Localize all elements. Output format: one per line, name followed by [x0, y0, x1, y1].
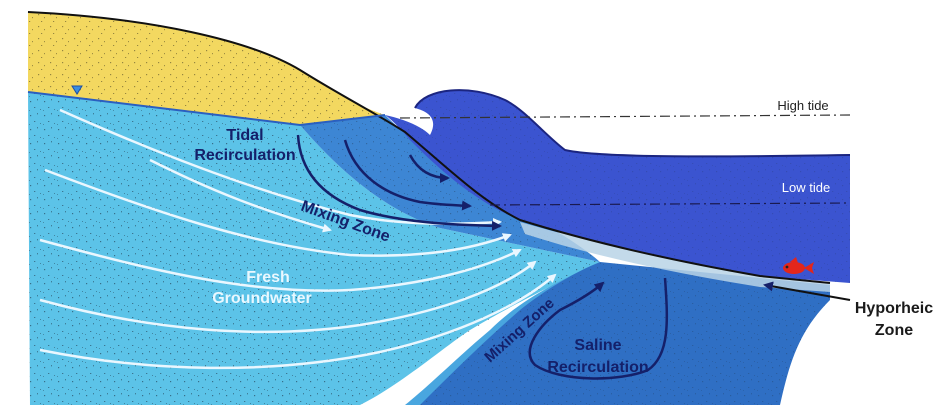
high-tide-label: High tide — [777, 98, 828, 113]
fresh-groundwater-label-line1: Fresh — [246, 269, 290, 286]
tidal-recirculation-label-line2: Recirculation — [194, 147, 295, 164]
hyporheic-zone-label-line2: Zone — [875, 322, 913, 339]
tidal-recirculation-label-line1: Tidal — [226, 127, 263, 144]
saline-recirculation-label-line1: Saline — [574, 337, 621, 354]
hyporheic-zone-label-line1: Hyporheic — [855, 300, 933, 317]
low-tide-label: Low tide — [782, 180, 830, 195]
fresh-groundwater-label-line2: Groundwater — [212, 290, 312, 307]
saline-recirculation-label-line2: Recirculation — [547, 359, 648, 376]
